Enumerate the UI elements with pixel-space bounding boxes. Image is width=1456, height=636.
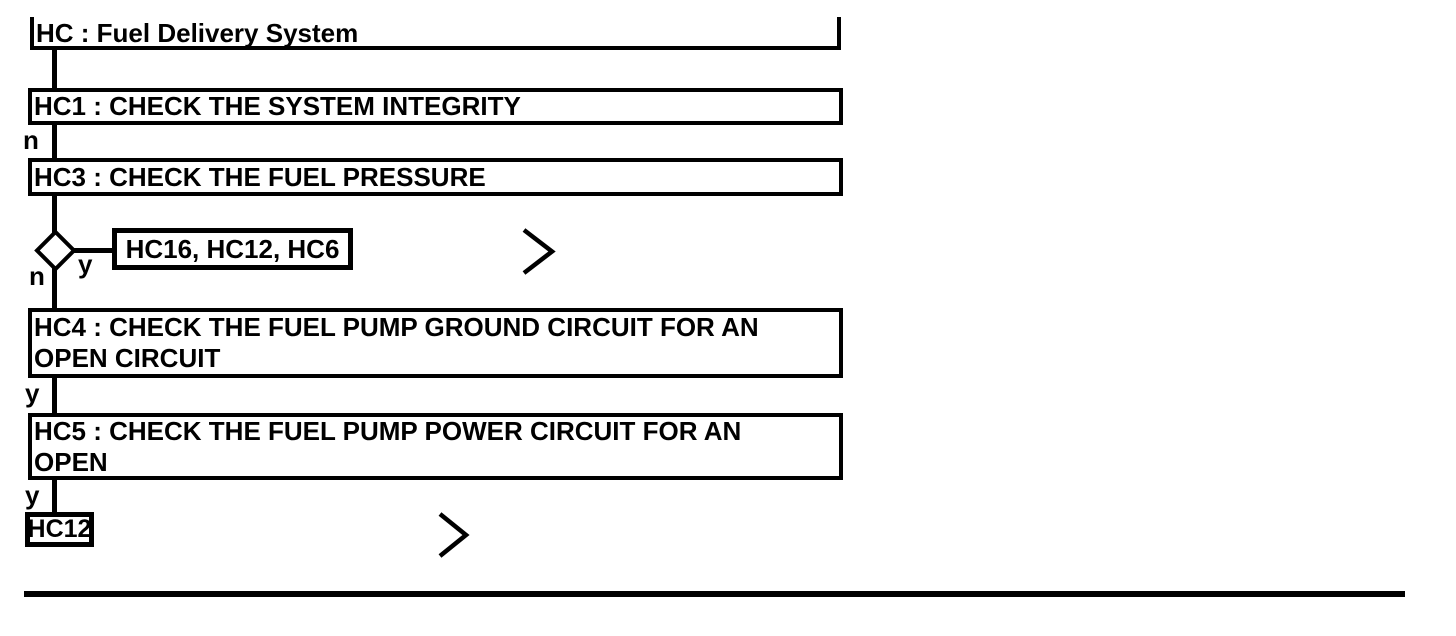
connector-hc5-to-hc12: [52, 480, 57, 513]
continue-chevron-icon-top[interactable]: [522, 228, 556, 275]
connector-decision-to-hc16group: [71, 248, 113, 253]
connector-hc-to-hc1: [52, 50, 57, 88]
connector-hc4-to-hc5: [52, 378, 57, 413]
node-hc-title-label: HC : Fuel Delivery System: [36, 17, 359, 48]
node-hc4[interactable]: HC4 : CHECK THE FUEL PUMP GROUND CIRCUIT…: [28, 308, 843, 378]
node-hc16-group-label: HC16, HC12, HC6: [125, 233, 340, 264]
connector-hc3-to-decision: [52, 196, 57, 234]
node-hc5-label-line2: OPEN: [34, 446, 108, 477]
branch-label-decision-yes: y: [78, 249, 93, 279]
node-hc12[interactable]: HC12: [25, 512, 94, 547]
node-hc4-label-line1: HC4 : CHECK THE FUEL PUMP GROUND CIRCUIT…: [34, 312, 759, 342]
node-hc5-label-line1: HC5 : CHECK THE FUEL PUMP POWER CIRCUIT …: [34, 415, 742, 446]
connector-decision-to-hc4: [52, 267, 57, 309]
branch-label-hc4-yes: y: [25, 378, 40, 408]
node-hc5[interactable]: HC5 : CHECK THE FUEL PUMP POWER CIRCUIT …: [28, 413, 843, 480]
branch-label-decision-no: n: [29, 261, 45, 291]
branch-label-hc5-yes: y: [25, 480, 40, 510]
node-hc1-label: HC1 : CHECK THE SYSTEM INTEGRITY: [34, 91, 521, 121]
branch-label-hc1-no: n: [23, 125, 39, 155]
node-hc3-label: HC3 : CHECK THE FUEL PRESSURE: [34, 161, 486, 192]
node-hc16-group[interactable]: HC16, HC12, HC6: [112, 228, 353, 270]
continue-chevron-icon-bottom[interactable]: [438, 512, 470, 558]
bottom-divider-rule: [24, 591, 1405, 597]
node-hc1[interactable]: HC1 : CHECK THE SYSTEM INTEGRITY: [28, 88, 843, 125]
node-hc-title: HC : Fuel Delivery System: [30, 17, 841, 50]
node-hc12-label: HC12: [27, 515, 92, 543]
node-hc4-label-line2: OPEN CIRCUIT: [34, 343, 221, 373]
node-hc3[interactable]: HC3 : CHECK THE FUEL PRESSURE: [28, 158, 843, 196]
connector-hc1-to-hc3: [52, 125, 57, 158]
